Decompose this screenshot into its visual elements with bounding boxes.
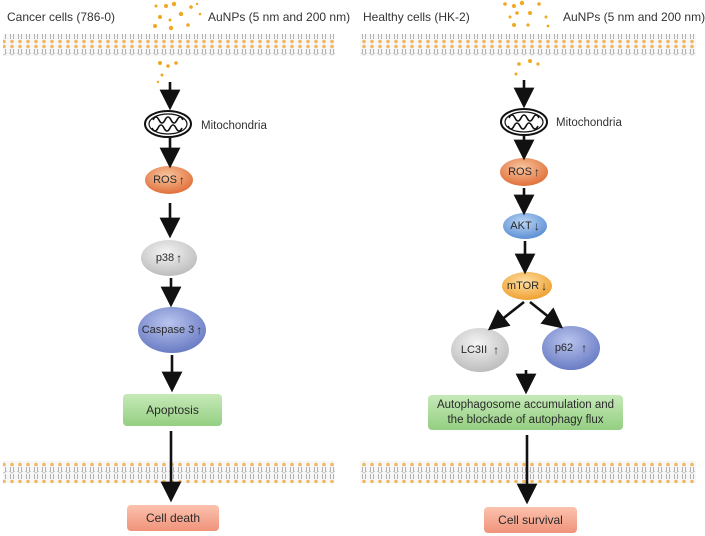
mitochondria-icon-left xyxy=(144,110,192,138)
ros-node-shape-right xyxy=(500,158,548,186)
autophagy-box: Autophagosome accumulation and the block… xyxy=(428,395,623,430)
left-nanoparticle-label: AuNPs (5 nm and 200 nm) xyxy=(208,10,351,24)
node-label: ROS xyxy=(508,166,532,178)
node-label: ROS xyxy=(153,174,177,186)
up-arrow-icon: ↑ xyxy=(176,251,183,265)
apoptosis-box-shape xyxy=(123,394,222,426)
node-p62: p62 ↑ xyxy=(542,326,600,370)
node-ros-right: ROS↑ xyxy=(500,158,548,186)
p62-node-shape xyxy=(542,326,600,370)
apoptosis-box: Apoptosis xyxy=(146,402,199,417)
cell-survival-box: Cell survival xyxy=(498,512,563,527)
up-arrow-icon: ↑ xyxy=(196,323,203,337)
arrows-left xyxy=(159,82,183,503)
node-p38: p38↑ xyxy=(141,240,197,276)
node-label: p38 xyxy=(155,252,175,264)
node-mtor: mTOR↓ xyxy=(502,272,552,300)
akt-node-shape xyxy=(503,213,547,239)
cell-membrane-top-left xyxy=(3,34,335,56)
up-arrow-icon: ↑ xyxy=(533,165,540,179)
gold-nanoparticles-right xyxy=(503,0,550,76)
node-akt: AKT↓ xyxy=(503,213,547,239)
ros-node-shape-left xyxy=(145,166,193,194)
left-mitochondria-label: Mitochondria xyxy=(201,120,267,132)
node-caspase3: Caspase 3↑ xyxy=(138,307,206,353)
mtor-node-shape xyxy=(502,272,552,300)
right-mitochondria-label: Mitochondria xyxy=(556,117,622,129)
up-arrow-icon: ↑ xyxy=(178,173,185,187)
gold-nanoparticles-left xyxy=(153,1,202,84)
node-label: AKT xyxy=(510,220,532,232)
up-arrow-icon: ↑ xyxy=(493,343,500,357)
node-label: LC3II xyxy=(460,344,488,356)
autophagy-box-line2: the blockade of autophagy flux xyxy=(447,413,604,426)
up-arrow-icon: ↑ xyxy=(581,341,588,355)
cell-death-box: Cell death xyxy=(145,510,201,525)
down-arrow-icon: ↓ xyxy=(541,279,548,293)
node-lc3ii: LC3II ↑ xyxy=(451,328,509,372)
down-arrow-icon: ↓ xyxy=(533,219,540,233)
autophagy-box-shape xyxy=(428,395,623,430)
arrows-right xyxy=(487,80,564,505)
cell-death-box-shape xyxy=(127,505,219,531)
left-panel-title: Cancer cells (786-0) xyxy=(7,10,116,24)
autophagy-box-line1: Autophagosome accumulation and xyxy=(436,398,615,411)
cell-membrane-bottom-left xyxy=(3,461,335,483)
node-ros-left: ROS↑ xyxy=(145,166,193,194)
cell-membrane-top-right xyxy=(360,34,696,56)
node-label: Caspase 3 xyxy=(141,324,195,336)
right-nanoparticle-label: AuNPs (5 nm and 200 nm) xyxy=(563,10,705,24)
lc3ii-node-shape xyxy=(451,328,509,372)
caspase3-node-shape xyxy=(138,307,206,353)
node-label: mTOR xyxy=(506,280,540,292)
mitochondria-icon-right xyxy=(500,108,548,136)
right-panel-title: Healthy cells (HK-2) xyxy=(363,10,470,24)
cell-survival-box-shape xyxy=(484,507,577,533)
node-label: p62 xyxy=(554,342,574,354)
p38-node-shape xyxy=(141,240,197,276)
